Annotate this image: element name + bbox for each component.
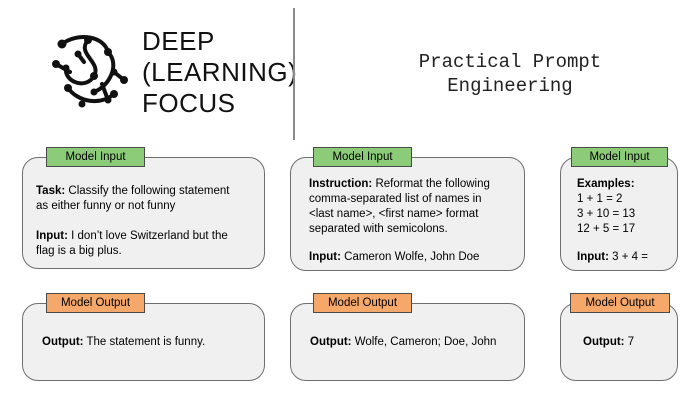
panel1-output-box [22,303,265,381]
panel2-instruction-line-3: <last name>, <first name> format [309,208,479,220]
panel1-task-label: Task: [36,185,66,197]
panel1-input-line-2: flag is a big plus. [36,245,122,257]
panel2-output-box [290,303,525,381]
panel2-output-value: Wolfe, Cameron; Doe, John [351,336,497,348]
panel3-output-text: Output: 7 [583,335,634,350]
panel3-output-label: Output: [583,336,625,348]
panel2-instruction-line-2: comma-separated list of names in [309,193,482,205]
page-title: Practical Prompt Engineering [330,50,690,98]
panel2-input-value: Cameron Wolfe, John Doe [340,251,480,263]
panel3-input-label: Input: [577,251,609,263]
panel3-example-3: 12 + 5 = 17 [577,223,636,235]
panel1-input-box [22,157,265,269]
panel2-input-label: Input: [309,251,341,263]
panel2-input-tag: Model Input [313,147,412,167]
header-divider [293,8,295,140]
panel2-output-label: Output: [310,336,352,348]
panel3-output-value: 7 [624,336,635,348]
panel3-input-box [560,157,678,271]
panel2-instruction-line-1: Reformat the following [372,178,490,190]
brand-name: DEEP (LEARNING) FOCUS [142,26,297,119]
panel3-output-tag: Model Output [570,293,670,313]
panel2-output-tag: Model Output [313,293,412,313]
brand-line-2: (LEARNING) [142,57,298,87]
panel2-output-text: Output: Wolfe, Cameron; Doe, John [310,335,496,350]
panel1-input-text: Task: Classify the following statement a… [36,184,229,259]
panel1-input-label: Input: [36,230,68,242]
panel3-example-2: 3 + 10 = 13 [577,208,636,220]
panel1-input-line-1: I don’t love Switzerland but the [67,230,228,242]
panel3-input-text: Examples: 1 + 1 = 2 3 + 10 = 13 12 + 5 =… [577,177,648,265]
panel1-output-text: Output: The statement is funny. [42,335,205,350]
panel2-instruction-line-4: separated with semicolons. [309,223,448,235]
panel3-example-1: 1 + 1 = 2 [577,193,623,205]
panel3-input-value: 3 + 4 = [608,251,648,263]
panel1-output-label: Output: [42,336,84,348]
panel2-input-box [290,157,525,271]
panel2-instruction-label: Instruction: [309,178,373,190]
page-title-line-1: Practical Prompt [418,51,602,73]
panel1-output-value: The statement is funny. [83,336,206,348]
panel1-task-line-2: as either funny or not funny [36,200,176,212]
brand-logo-icon [48,28,132,112]
panel3-input-tag: Model Input [571,147,668,167]
panel1-input-tag: Model Input [46,147,145,167]
panel3-examples-label: Examples: [577,178,635,190]
brand-line-3: FOCUS [142,88,236,118]
panel1-task-line-1: Classify the following statement [65,185,230,197]
panel1-output-tag: Model Output [46,293,145,313]
page-title-line-2: Engineering [447,75,573,97]
brand-line-1: DEEP [142,26,215,56]
panel2-input-text: Instruction: Reformat the following comm… [309,177,490,265]
